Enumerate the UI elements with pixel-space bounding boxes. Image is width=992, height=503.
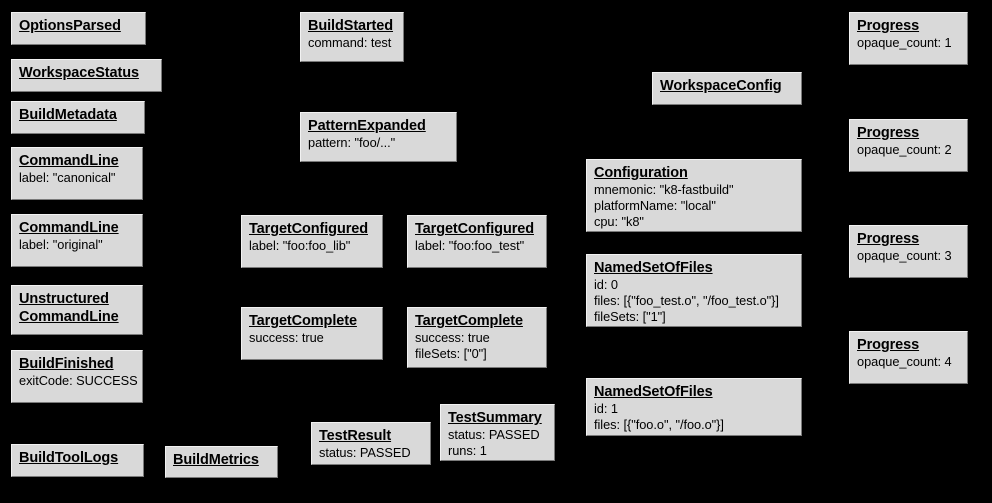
event-node-title: TargetComplete — [249, 313, 357, 329]
event-node-field: exitCode: SUCCESS — [19, 373, 138, 388]
event-node-field: fileSets: ["0"] — [415, 346, 487, 361]
event-node-field: opaque_count: 3 — [857, 248, 952, 263]
event-node-field: status: PASSED — [319, 445, 411, 460]
event-node-title: TargetConfigured — [415, 221, 534, 237]
event-node-field: platformName: "local" — [594, 198, 716, 213]
event-node-build-metadata[interactable]: BuildMetadata — [11, 101, 145, 134]
event-node-build-tool-logs[interactable]: BuildToolLogs — [11, 444, 144, 477]
event-node-build-metrics[interactable]: BuildMetrics — [165, 446, 278, 478]
event-node-title: Progress — [857, 337, 920, 353]
event-node-field: pattern: "foo/..." — [308, 135, 396, 150]
event-node-title: Progress — [857, 125, 920, 141]
event-node-field: label: "foo:foo_test" — [415, 238, 525, 253]
event-node-field: status: PASSED — [448, 427, 540, 442]
event-node-title: BuildMetadata — [19, 107, 117, 123]
event-node-field: files: [{"foo.o", "/foo.o"}] — [594, 417, 724, 432]
event-node-title: WorkspaceConfig — [660, 78, 782, 94]
event-node-title: BuildMetrics — [173, 452, 259, 468]
event-node-field: mnemonic: "k8-fastbuild" — [594, 182, 734, 197]
event-node-title: BuildToolLogs — [19, 450, 119, 466]
event-node-title: NamedSetOfFiles — [594, 384, 713, 400]
event-node-field: opaque_count: 4 — [857, 354, 952, 369]
event-node-title: TargetComplete — [415, 313, 523, 329]
event-node-field: success: true — [249, 330, 324, 345]
event-node-field: label: "original" — [19, 237, 103, 252]
event-node-field: label: "canonical" — [19, 170, 116, 185]
event-node-title: Progress — [857, 18, 920, 34]
event-node-title: WorkspaceStatus — [19, 65, 139, 81]
event-node-unstructured-command-line[interactable]: Unstructured CommandLine — [11, 285, 143, 335]
event-node-title: BuildStarted — [308, 18, 394, 34]
event-node-field: files: [{"foo_test.o", "/foo_test.o"}] — [594, 293, 779, 308]
event-node-title: Unstructured CommandLine — [19, 291, 119, 325]
event-node-field: label: "foo:foo_lib" — [249, 238, 351, 253]
event-node-title: NamedSetOfFiles — [594, 260, 713, 276]
event-node-title: OptionsParsed — [19, 18, 121, 34]
event-node-title: TestSummary — [448, 410, 542, 426]
event-node-title: CommandLine — [19, 220, 119, 236]
event-node-title: Configuration — [594, 165, 688, 181]
event-node-field: command: test — [308, 35, 392, 50]
event-node-title: PatternExpanded — [308, 118, 426, 134]
event-node-field: id: 1 — [594, 401, 618, 416]
event-node-field: runs: 1 — [448, 443, 487, 458]
event-node-field: opaque_count: 2 — [857, 142, 952, 157]
event-node-field: cpu: "k8" — [594, 214, 644, 229]
event-node-options-parsed[interactable]: OptionsParsed — [11, 12, 146, 45]
event-node-title: TestResult — [319, 428, 392, 444]
event-node-workspace-config[interactable]: WorkspaceConfig — [652, 72, 802, 105]
event-node-title: BuildFinished — [19, 356, 114, 372]
event-node-title: CommandLine — [19, 153, 119, 169]
event-node-field: fileSets: ["1"] — [594, 309, 666, 324]
event-node-title: TargetConfigured — [249, 221, 368, 237]
event-node-field: opaque_count: 1 — [857, 35, 952, 50]
event-node-workspace-status[interactable]: WorkspaceStatus — [11, 59, 162, 92]
event-node-title: Progress — [857, 231, 920, 247]
event-node-field: success: true — [415, 330, 490, 345]
event-node-field: id: 0 — [594, 277, 618, 292]
